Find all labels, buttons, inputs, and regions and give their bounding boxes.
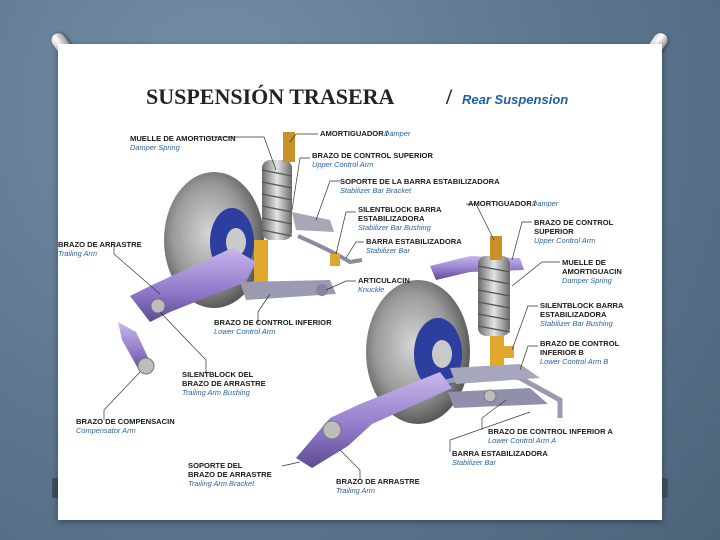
svg-text:SUPERIOR: SUPERIOR (534, 227, 574, 236)
title-english: Rear Suspension (462, 92, 568, 107)
label-stabilizer-bar-bushing-left: SILENTBLOCK BARRA ESTABILIZADORA Stabili… (358, 205, 442, 232)
svg-text:Lower Control Arm B: Lower Control Arm B (540, 357, 608, 366)
svg-text:Stabilizer Bar: Stabilizer Bar (452, 458, 496, 467)
left-damper-spring (262, 160, 292, 240)
label-stabilizer-bar-right: BARRA ESTABILIZADORA Stabilizer Bar (452, 449, 548, 467)
svg-text:Compensator Arm: Compensator Arm (76, 426, 136, 435)
title-spanish: SUSPENSIÓN TRASERA (146, 84, 395, 109)
svg-text:Stabilizer Bar Bracket: Stabilizer Bar Bracket (340, 186, 412, 195)
svg-text:Trailing Arm Bracket: Trailing Arm Bracket (188, 479, 255, 488)
svg-text:Trailing Arm Bushing: Trailing Arm Bushing (182, 388, 251, 397)
left-upper-control-arm (292, 212, 334, 232)
svg-text:SILENTBLOCK BARRA: SILENTBLOCK BARRA (540, 301, 624, 310)
label-stabilizer-bar-left: BARRA ESTABILIZADORA Stabilizer Bar (366, 237, 462, 255)
label-damper-spring-right: MUELLE DE AMORTIGUACIN Damper Spring (562, 258, 622, 285)
right-damper-top (490, 236, 502, 260)
title-separator: / (445, 84, 453, 109)
svg-text:Stabilizer Bar: Stabilizer Bar (366, 246, 410, 255)
label-damper-right: AMORTIGUADOR / Damper (468, 199, 559, 208)
left-spring-coils (261, 169, 293, 237)
svg-text:Damper Spring: Damper Spring (130, 143, 181, 152)
left-suspension-illustration (118, 132, 363, 375)
label-stabilizer-bar-bushing-right: SILENTBLOCK BARRA ESTABILIZADORA Stabili… (540, 301, 624, 328)
svg-text:Lower Control Arm: Lower Control Arm (214, 327, 275, 336)
right-damper-spring (478, 256, 510, 336)
svg-text:MUELLE DE AMORTIGUACIN: MUELLE DE AMORTIGUACIN (130, 134, 236, 143)
svg-text:ESTABILIZADORA: ESTABILIZADORA (540, 310, 607, 319)
svg-text:AMORTIGUADOR /: AMORTIGUADOR / (320, 129, 389, 138)
label-trailing-arm-left: BRAZO DE ARRASTRE Trailing Arm (58, 240, 142, 258)
label-stabilizer-bar-bracket: SOPORTE DE LA BARRA ESTABILIZADORA Stabi… (340, 177, 500, 195)
svg-text:MUELLE DE: MUELLE DE (562, 258, 606, 267)
label-trailing-arm-bushing: SILENTBLOCK DEL BRAZO DE ARRASTRE Traili… (182, 370, 266, 397)
svg-text:Lower Control Arm A: Lower Control Arm A (488, 436, 556, 445)
left-damper-body (254, 240, 268, 288)
svg-text:Knuckle: Knuckle (358, 285, 384, 294)
right-stabilizer-bushing (504, 346, 514, 358)
left-damper-top (283, 132, 295, 162)
label-upper-control-arm-right: BRAZO DE CONTROL SUPERIOR Upper Control … (534, 218, 614, 245)
svg-text:BRAZO DE CONTROL SUPERIOR: BRAZO DE CONTROL SUPERIOR (312, 151, 433, 160)
svg-text:SOPORTE DEL: SOPORTE DEL (188, 461, 243, 470)
right-spring-coils (477, 265, 511, 333)
svg-text:BRAZO DE CONTROL: BRAZO DE CONTROL (540, 339, 620, 348)
svg-text:BRAZO DE CONTROL INFERIOR A: BRAZO DE CONTROL INFERIOR A (488, 427, 613, 436)
label-damper-left: AMORTIGUADOR / Damper (320, 129, 411, 138)
label-lower-control-arm-b: BRAZO DE CONTROL INFERIOR B Lower Contro… (540, 339, 620, 366)
svg-text:BARRA ESTABILIZADORA: BARRA ESTABILIZADORA (366, 237, 462, 246)
label-knuckle: ARTICULACIN Knuckle (358, 276, 410, 294)
left-stabilizer-bar (297, 234, 363, 265)
svg-text:Damper: Damper (532, 199, 559, 208)
svg-text:BRAZO DE ARRASTRE: BRAZO DE ARRASTRE (182, 379, 266, 388)
right-lower-control-arm-a (448, 388, 548, 408)
svg-text:ESTABILIZADORA: ESTABILIZADORA (358, 214, 425, 223)
left-knuckle-joint (316, 284, 328, 296)
svg-text:Trailing Arm: Trailing Arm (336, 486, 375, 495)
svg-text:BRAZO DE ARRASTRE: BRAZO DE ARRASTRE (58, 240, 142, 249)
right-hub-cap (432, 340, 452, 368)
label-compensator-arm: BRAZO DE COMPENSACIN Compensator Arm (76, 417, 175, 435)
svg-text:AMORTIGUADOR /: AMORTIGUADOR / (468, 199, 537, 208)
svg-text:ARTICULACIN: ARTICULACIN (358, 276, 410, 285)
left-lower-control-arm (240, 280, 336, 300)
right-lower-control-arm-b (450, 364, 540, 384)
label-trailing-arm-right: BRAZO DE ARRASTRE Trailing Arm (336, 477, 420, 495)
label-lower-control-arm-a: BRAZO DE CONTROL INFERIOR A Lower Contro… (488, 427, 613, 445)
svg-text:AMORTIGUACIN: AMORTIGUACIN (562, 267, 622, 276)
right-trailing-arm (296, 372, 452, 468)
label-trailing-arm-bracket: SOPORTE DEL BRAZO DE ARRASTRE Trailing A… (188, 461, 272, 488)
svg-text:BRAZO DE ARRASTRE: BRAZO DE ARRASTRE (188, 470, 272, 479)
svg-text:Trailing Arm: Trailing Arm (58, 249, 97, 258)
label-upper-control-arm-left: BRAZO DE CONTROL SUPERIOR Upper Control … (312, 151, 433, 169)
right-trailing-arm-bracket (322, 420, 342, 440)
svg-text:BRAZO DE COMPENSACIN: BRAZO DE COMPENSACIN (76, 417, 175, 426)
svg-text:Damper: Damper (384, 129, 411, 138)
svg-text:Stabilizer Bar Bushing: Stabilizer Bar Bushing (540, 319, 614, 328)
right-arm-bushing (483, 389, 497, 403)
left-compensator-bushing (137, 357, 155, 375)
label-damper-spring-left: MUELLE DE AMORTIGUACIN Damper Spring (130, 134, 236, 152)
svg-text:BRAZO DE CONTROL INFERIOR: BRAZO DE CONTROL INFERIOR (214, 318, 332, 327)
right-suspension-illustration (296, 236, 563, 468)
svg-text:Upper Control Arm: Upper Control Arm (312, 160, 373, 169)
svg-text:BRAZO DE ARRASTRE: BRAZO DE ARRASTRE (336, 477, 420, 486)
svg-text:BRAZO DE CONTROL: BRAZO DE CONTROL (534, 218, 614, 227)
svg-text:BARRA ESTABILIZADORA: BARRA ESTABILIZADORA (452, 449, 548, 458)
left-trailing-arm-bushing (150, 298, 166, 314)
svg-text:SOPORTE DE LA BARRA ESTABILIZA: SOPORTE DE LA BARRA ESTABILIZADORA (340, 177, 500, 186)
svg-text:Stabilizer Bar Bushing: Stabilizer Bar Bushing (358, 223, 432, 232)
svg-text:SILENTBLOCK DEL: SILENTBLOCK DEL (182, 370, 254, 379)
left-stabilizer-bushing (330, 254, 340, 266)
label-lower-control-arm-left: BRAZO DE CONTROL INFERIOR Lower Control … (214, 318, 332, 336)
svg-text:INFERIOR B: INFERIOR B (540, 348, 584, 357)
svg-text:SILENTBLOCK BARRA: SILENTBLOCK BARRA (358, 205, 442, 214)
svg-text:Damper Spring: Damper Spring (562, 276, 613, 285)
svg-text:Upper Control Arm: Upper Control Arm (534, 236, 595, 245)
leader-lines (103, 133, 560, 480)
